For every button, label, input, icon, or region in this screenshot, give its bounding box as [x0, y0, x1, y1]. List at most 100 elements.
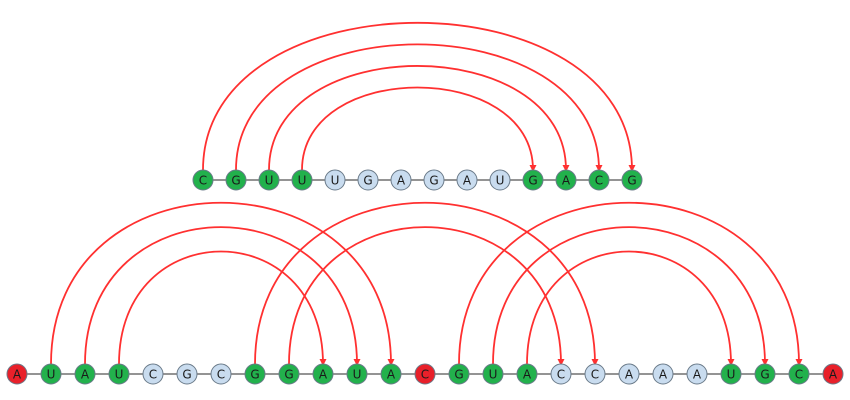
nucleotide-node: C — [210, 363, 232, 385]
nucleotide-node: A — [516, 363, 538, 385]
nucleotide-circle — [40, 363, 62, 385]
nucleotide-node: U — [324, 169, 346, 191]
nucleotide-node: A — [686, 363, 708, 385]
nucleotide-circle — [584, 363, 606, 385]
nucleotide-circle — [390, 169, 412, 191]
nucleotide-circle — [74, 363, 96, 385]
nucleotide-label: U — [115, 368, 124, 382]
nucleotide-circle — [210, 363, 232, 385]
nucleotide-circle — [244, 363, 266, 385]
nucleotide-circle — [754, 363, 776, 385]
nucleotide-label: A — [659, 368, 668, 382]
nucleotide-node: C — [550, 363, 572, 385]
nucleotide-circle — [822, 363, 844, 385]
nucleotide-node: C — [588, 169, 610, 191]
nucleotide-node: A — [618, 363, 640, 385]
nucleotide-circle — [652, 363, 674, 385]
nucleotide-node: G — [754, 363, 776, 385]
nucleotide-label: A — [625, 368, 634, 382]
nucleotide-circle — [6, 363, 28, 385]
nucleotide-node: A — [390, 169, 412, 191]
nucleotide-node: A — [312, 363, 334, 385]
nucleotide-node: C — [414, 363, 436, 385]
nucleotide-label: G — [231, 174, 240, 188]
base-pair-arc — [84, 226, 361, 366]
nucleotide-circle — [423, 169, 445, 191]
nucleotide-label: G — [182, 368, 191, 382]
nucleotide-node: G — [448, 363, 470, 385]
nucleotide-label: A — [387, 368, 396, 382]
nucleotide-circle — [414, 363, 436, 385]
nucleotide-label: C — [591, 368, 599, 382]
nucleotide-label: G — [454, 368, 463, 382]
nucleotide-node: G — [225, 169, 247, 191]
nucleotide-circle — [346, 363, 368, 385]
nucleotide-circle — [550, 363, 572, 385]
nucleotide-node: U — [291, 169, 313, 191]
nucleotide-node: U — [720, 363, 742, 385]
nucleotide-label: C — [149, 368, 157, 382]
nucleotide-circle — [108, 363, 130, 385]
nucleotide-circle — [291, 169, 313, 191]
nucleotide-label: G — [627, 174, 636, 188]
nucleotide-circle — [142, 363, 164, 385]
nucleotide-node: A — [555, 169, 577, 191]
nucleotide-node: G — [423, 169, 445, 191]
nucleotide-label: A — [562, 174, 571, 188]
nucleotide-node: C — [192, 169, 214, 191]
nucleotide-node: A — [822, 363, 844, 385]
base-pair-arc — [492, 226, 769, 366]
nucleotide-label: A — [829, 368, 838, 382]
nucleotide-node: U — [40, 363, 62, 385]
nucleotide-circle — [258, 169, 280, 191]
nucleotide-circle — [522, 169, 544, 191]
nucleotide-label: U — [489, 368, 498, 382]
nucleotide-label: A — [463, 174, 472, 188]
nucleotide-circle — [324, 169, 346, 191]
nucleotide-circle — [618, 363, 640, 385]
nucleotide-circle — [448, 363, 470, 385]
nucleotide-label: U — [47, 368, 56, 382]
nucleotide-node: G — [621, 169, 643, 191]
nucleotide-circle — [192, 169, 214, 191]
nucleotide-node: G — [176, 363, 198, 385]
base-pair-arc — [458, 201, 803, 366]
nucleotide-label: A — [397, 174, 406, 188]
nucleotide-label: G — [429, 174, 438, 188]
nucleotide-circle — [312, 363, 334, 385]
nucleotide-circle — [516, 363, 538, 385]
base-pair-arc — [235, 43, 603, 172]
nucleotide-circle — [489, 169, 511, 191]
nucleotide-circle — [225, 169, 247, 191]
nucleotide-label: C — [199, 174, 207, 188]
base-pair-arc — [301, 86, 537, 172]
nucleotide-label: G — [250, 368, 259, 382]
nucleotide-label: G — [284, 368, 293, 382]
nucleotide-circle — [278, 363, 300, 385]
nucleotide-label: C — [217, 368, 225, 382]
nucleotide-circle — [482, 363, 504, 385]
nucleotide-node: U — [489, 169, 511, 191]
nucleotide-node: A — [456, 169, 478, 191]
nucleotide-label: A — [319, 368, 328, 382]
base-pair-arc — [526, 250, 735, 366]
nucleotide-circle — [555, 169, 577, 191]
nucleotide-label: U — [331, 174, 340, 188]
nucleotide-node: A — [74, 363, 96, 385]
nucleotide-circle — [357, 169, 379, 191]
base-pair-arc — [50, 201, 395, 366]
nucleotide-node: C — [142, 363, 164, 385]
nucleotide-circle — [456, 169, 478, 191]
nucleotide-label: U — [298, 174, 307, 188]
nucleotide-label: U — [265, 174, 274, 188]
nucleotide-label: A — [81, 368, 90, 382]
nucleotide-circle — [621, 169, 643, 191]
nucleotide-label: A — [523, 368, 532, 382]
nucleotide-node: U — [258, 169, 280, 191]
nucleotide-circle — [788, 363, 810, 385]
nucleotide-circle — [588, 169, 610, 191]
